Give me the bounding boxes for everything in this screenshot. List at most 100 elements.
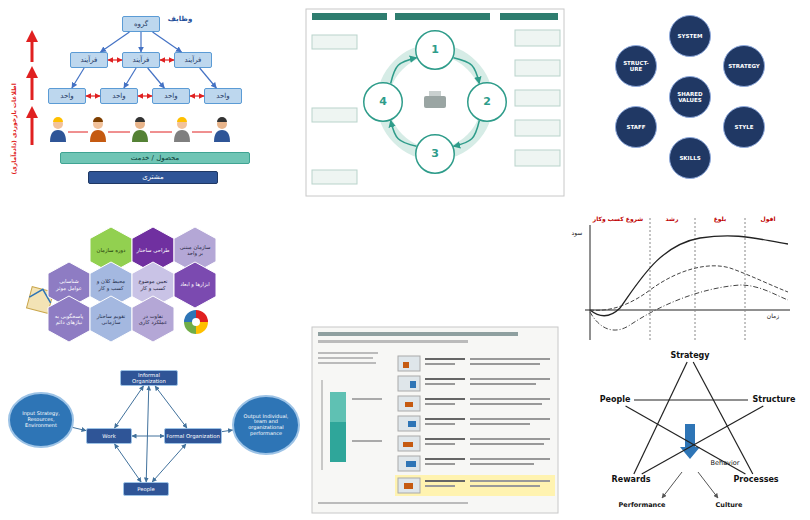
cycle-panel-part bbox=[312, 108, 357, 122]
cycle-panel-part bbox=[395, 13, 490, 20]
connector bbox=[152, 444, 186, 482]
seven-s-circle: STAFF bbox=[615, 106, 657, 148]
node-text: واحد bbox=[216, 92, 229, 100]
worker-icons-part-part bbox=[53, 117, 63, 122]
output-ellipse-shape bbox=[233, 396, 299, 454]
process-exhibit-part-part bbox=[398, 396, 420, 411]
component-box: Work bbox=[86, 428, 132, 444]
node-text: واحد bbox=[112, 92, 125, 100]
output-ellipse: Output Individual, team and organization… bbox=[232, 395, 300, 455]
process-exhibit-part-part bbox=[470, 443, 544, 445]
node-text: 4 bbox=[379, 96, 387, 109]
process-exhibit-part-part bbox=[425, 443, 455, 445]
node-text: STAFF bbox=[626, 124, 645, 130]
connector bbox=[160, 59, 174, 60]
stage-label: رشد bbox=[652, 216, 692, 223]
node-text: تعیین موضوع کسب و کار bbox=[136, 278, 170, 290]
step-circle: 2 bbox=[467, 82, 507, 122]
process-exhibit-part bbox=[318, 340, 468, 343]
cycle-panel-part bbox=[515, 30, 560, 46]
connector bbox=[86, 95, 100, 96]
node-text: محصول / خدمت bbox=[131, 154, 179, 162]
lifecycle-chart-part bbox=[650, 218, 651, 340]
hex-illustrations-part bbox=[184, 310, 208, 334]
connector bbox=[115, 386, 144, 428]
product-band: محصول / خدمت bbox=[60, 152, 250, 164]
node-text: STYLE bbox=[735, 124, 754, 130]
star-point: Processes bbox=[728, 474, 784, 486]
process-exhibit-part bbox=[330, 392, 346, 422]
process-exhibit-part-part bbox=[425, 463, 455, 465]
process-exhibit-part-part bbox=[408, 421, 416, 427]
process-exhibit-part-part bbox=[425, 423, 455, 425]
unit-box: واحد bbox=[48, 88, 86, 104]
process-exhibit-part-part bbox=[470, 398, 550, 400]
factor-hexagon-shape bbox=[132, 296, 174, 342]
process-exhibit-part-part bbox=[425, 358, 465, 360]
factor-hexagon-shape bbox=[174, 262, 216, 308]
stage-label: بلوغ bbox=[700, 216, 740, 223]
process-exhibit-part-part bbox=[470, 383, 536, 385]
step-circle: 1 bbox=[415, 30, 455, 70]
worker-icons-part-part bbox=[177, 117, 187, 122]
process-exhibit-part-part bbox=[470, 438, 550, 440]
process-box: فرآیند bbox=[174, 52, 212, 68]
behavior-arrows-part bbox=[680, 424, 700, 459]
node-text: سازمان مبتنی بر واحد bbox=[178, 244, 212, 256]
node-text: شناسایی عوامل موثر bbox=[52, 278, 86, 290]
worker-icons-part-part bbox=[90, 130, 106, 142]
process-exhibit-part bbox=[318, 357, 373, 359]
process-exhibit-part bbox=[322, 380, 323, 470]
cycle-panel-part bbox=[500, 13, 558, 20]
process-exhibit-part-part bbox=[398, 436, 420, 451]
worker-icons-part-part bbox=[93, 117, 103, 122]
node-text: Input Strategy, Resources, Environment bbox=[17, 411, 65, 428]
lifecycle-chart-part bbox=[590, 285, 788, 330]
seven-s-circle-shape bbox=[670, 77, 711, 118]
process-exhibit-part-part bbox=[398, 356, 420, 371]
feedback-arrows-part bbox=[31, 112, 34, 145]
outcome-label: Performance bbox=[612, 502, 672, 509]
seven-s-circle: SKILLS bbox=[669, 137, 711, 179]
behavior-arrows-part bbox=[698, 472, 718, 498]
process-exhibit-part-part bbox=[398, 416, 420, 431]
cycle-panel-part bbox=[515, 150, 560, 166]
behavior-arrows bbox=[662, 424, 718, 498]
process-exhibit-part-part bbox=[404, 483, 413, 489]
group-box: گروه bbox=[122, 16, 160, 32]
node-text: گروه bbox=[134, 20, 148, 28]
cycle-panel-part bbox=[312, 170, 357, 184]
connector bbox=[140, 32, 141, 52]
lifecycle-chart-part bbox=[590, 236, 788, 316]
step-circle-shape bbox=[364, 83, 403, 122]
node-text: واحد bbox=[60, 92, 73, 100]
process-exhibit-part bbox=[330, 422, 346, 462]
connector bbox=[72, 68, 84, 88]
factor-hexagon-shape bbox=[90, 296, 132, 342]
lifecycle-chart-part bbox=[695, 218, 696, 340]
process-exhibit-part-part bbox=[425, 403, 455, 405]
node-text: 2 bbox=[483, 96, 491, 109]
seven-s-circle-shape bbox=[724, 46, 765, 87]
axis-label: سود bbox=[566, 230, 588, 237]
node-text: Work bbox=[102, 433, 115, 439]
process-exhibit-part-part bbox=[470, 480, 550, 482]
node-text: Output Individual, team and organization… bbox=[241, 414, 291, 437]
cycle-panel-part bbox=[429, 91, 441, 96]
step-circle: 4 bbox=[363, 82, 403, 122]
process-exhibit-part bbox=[318, 362, 376, 364]
connector bbox=[391, 120, 417, 146]
process-box: فرآیند bbox=[122, 52, 160, 68]
process-exhibit-part-part bbox=[425, 458, 465, 460]
process-exhibit-part-part bbox=[470, 378, 550, 380]
step-circle: 3 bbox=[415, 134, 455, 174]
worker-icons bbox=[50, 117, 230, 142]
step-circle-shape bbox=[416, 135, 455, 174]
seven-s-circle-shape bbox=[670, 16, 711, 57]
factor-hexagon: تقویم ساختار سازمانی bbox=[90, 296, 132, 342]
process-exhibit-part-part bbox=[425, 480, 465, 482]
process-exhibit-part-part bbox=[403, 362, 409, 368]
step-circle-shape bbox=[416, 31, 455, 70]
worker-icons-part bbox=[108, 132, 130, 133]
